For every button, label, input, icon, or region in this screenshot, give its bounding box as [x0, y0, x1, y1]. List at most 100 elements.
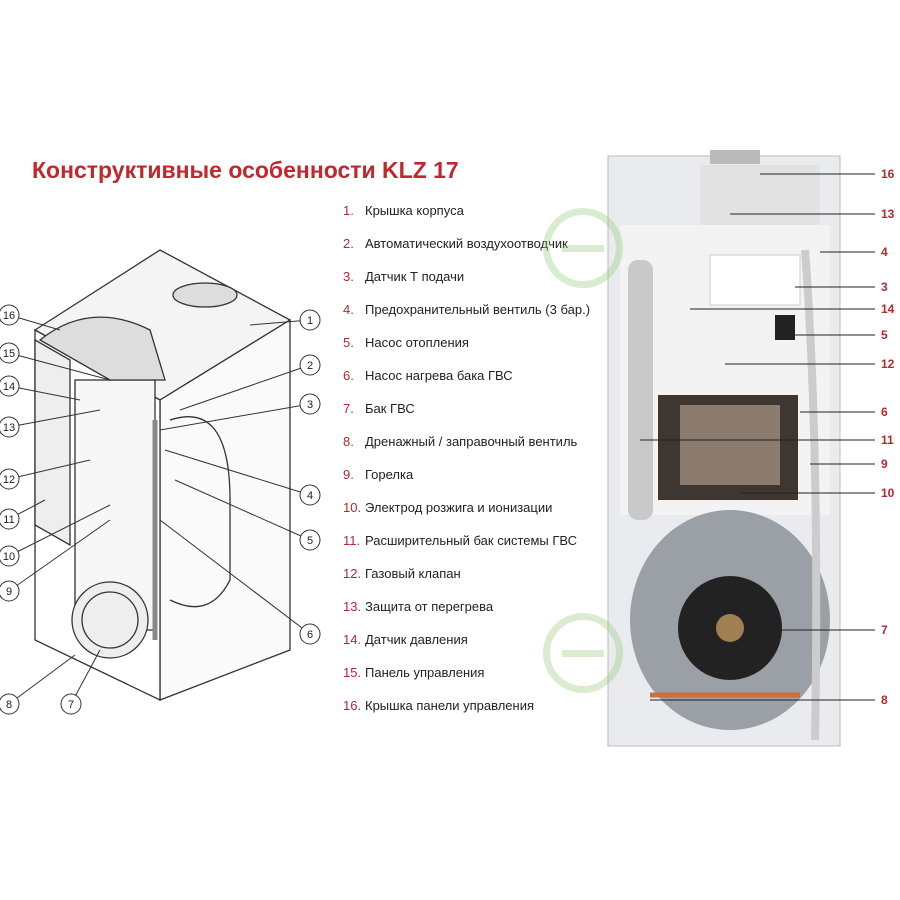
callout-leader-line [174, 479, 311, 541]
callout-number: 9 [6, 586, 12, 598]
callout-leader-line [159, 403, 311, 431]
photo-callout-number: 8 [881, 693, 888, 707]
legend-number: 2. [343, 236, 354, 251]
photo-callout-number: 9 [881, 457, 888, 471]
callout-number: 14 [3, 381, 15, 393]
legend-item: 16.Крышка панели управления [343, 698, 534, 713]
legend-label: Газовый клапан [365, 566, 461, 581]
legend-label: Защита от перегрева [365, 599, 494, 614]
legend-label: Предохранительный вентиль (3 бар.) [365, 302, 591, 317]
legend-label: Горелка [365, 467, 414, 482]
callout-number: 13 [3, 422, 15, 434]
watermark-logo [543, 208, 623, 288]
callout-leader-line [8, 459, 91, 480]
legend-label: Крышка корпуса [365, 203, 464, 218]
callout-leader-line [8, 385, 81, 401]
legend-number: 1. [343, 203, 354, 218]
legend-number: 10. [343, 500, 362, 515]
legend-label: Панель управления [365, 665, 485, 680]
photo-callout-number: 4 [881, 245, 888, 259]
legend-number: 13. [343, 599, 362, 614]
photo-callout-number: 11 [881, 433, 894, 447]
legend-label: Расширительный бак системы ГВС [365, 533, 578, 548]
legend-label: Электрод розжига и ионизации [365, 500, 553, 515]
callout-circle [0, 304, 20, 326]
legend-item: 13.Защита от перегрева [343, 599, 493, 614]
photo-callout-number: 14 [881, 302, 895, 316]
legend-item: 14.Датчик давления [343, 632, 468, 647]
callout-circle [0, 545, 20, 567]
legend-item: 15.Панель управления [343, 665, 484, 680]
callout-number: 12 [3, 474, 15, 486]
callout-leader-line [8, 519, 111, 592]
callout-circle [0, 342, 20, 364]
legend-item: 6. Насос нагрева бака ГВС [343, 368, 513, 383]
callout-circle [0, 468, 20, 490]
photo-callout-number: 12 [881, 357, 895, 371]
callout-number: 4 [307, 490, 313, 502]
photo-callout-number: 13 [881, 207, 895, 221]
callout-circle [299, 309, 321, 331]
legend-item: 1. Крышка корпуса [343, 203, 464, 218]
callout-circle [0, 693, 20, 715]
legend-item: 2. Автоматический воздухоотводчик [343, 236, 568, 251]
legend-number: 3. [343, 269, 354, 284]
callout-number: 2 [307, 360, 313, 372]
legend-item: 8. Дренажный / заправочный вентиль [343, 434, 577, 449]
callout-leader-line [159, 519, 311, 635]
legend-item: 3. Датчик Т подачи [343, 269, 464, 284]
legend-number: 14. [343, 632, 362, 647]
legend-item: 9. Горелка [343, 467, 413, 482]
legend-item: 10.Электрод розжига и ионизации [343, 500, 552, 515]
legend-item: 7. Бак ГВС [343, 401, 415, 416]
legend-number: 11. [343, 533, 361, 548]
callout-circle [0, 508, 20, 530]
callout-number: 8 [6, 699, 12, 711]
callout-circle [0, 375, 20, 397]
legend-label: Датчик Т подачи [365, 269, 465, 284]
legend-number: 8. [343, 434, 354, 449]
legend-number: 12. [343, 566, 362, 581]
legend-number: 7. [343, 401, 354, 416]
legend-label: Насос нагрева бака ГВС [365, 368, 513, 383]
legend-item: 4. Предохранительный вентиль (3 бар.) [343, 302, 590, 317]
callout-number: 7 [68, 699, 74, 711]
callout-circle [299, 623, 321, 645]
callout-circle [299, 354, 321, 376]
legend-number: 16. [343, 698, 362, 713]
callout-leader-line [8, 504, 111, 557]
legend-label: Автоматический воздухоотводчик [365, 236, 568, 251]
legend-number: 6. [343, 368, 354, 383]
callout-number: 16 [3, 310, 15, 322]
callout-leader-line [8, 352, 111, 381]
legend-item: 12.Газовый клапан [343, 566, 461, 581]
callout-circle [0, 416, 20, 438]
photo-callout-number: 5 [881, 328, 888, 342]
callout-circle [299, 529, 321, 551]
legend-number: 9. [343, 467, 354, 482]
legend-label: Крышка панели управления [365, 698, 534, 713]
callout-number: 6 [307, 629, 313, 641]
callout-leader-line [8, 654, 76, 705]
callout-number: 1 [307, 315, 313, 327]
callout-leader-line [8, 409, 101, 428]
photo-callout-number: 7 [881, 623, 888, 637]
page-title: Конструктивные особенности KLZ 17 [32, 157, 459, 183]
legend-item: 5. Насос отопления [343, 335, 469, 350]
callout-number: 5 [307, 535, 313, 547]
legend-number: 4. [343, 302, 354, 317]
legend-label: Бак ГВС [365, 401, 415, 416]
callout-leader-line [164, 449, 311, 496]
callout-circle [60, 693, 82, 715]
watermark-logo [543, 613, 623, 693]
callout-leader-line [179, 364, 311, 411]
legend-item: 11. Расширительный бак системы ГВС [343, 533, 577, 548]
photo-callout-number: 10 [881, 486, 895, 500]
photo-callout-number: 16 [881, 167, 895, 181]
legend-number: 5. [343, 335, 354, 350]
legend-label: Дренажный / заправочный вентиль [365, 434, 578, 449]
callout-number: 11 [3, 514, 14, 526]
legend-label: Насос отопления [365, 335, 469, 350]
